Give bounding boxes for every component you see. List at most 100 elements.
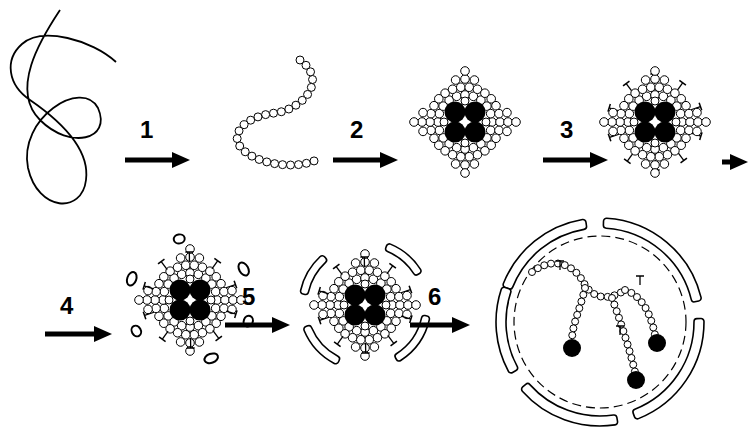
membrane-segment: [522, 384, 618, 426]
spike-tip: [679, 80, 686, 85]
bead: [186, 245, 195, 254]
spike-tip: [214, 258, 221, 263]
arrow-head: [380, 152, 398, 168]
small-vesicle: [236, 261, 251, 278]
bead: [624, 341, 631, 348]
process-arrow: [333, 152, 398, 168]
internal-chains: [529, 260, 667, 389]
bead: [625, 126, 634, 135]
bead: [186, 275, 194, 283]
spike: [639, 276, 640, 285]
bead: [512, 118, 521, 127]
bead: [503, 108, 512, 117]
process-arrow: [722, 154, 748, 170]
bead: [382, 301, 390, 309]
bead: [616, 118, 625, 127]
black-subunit: [170, 280, 191, 301]
bead: [702, 118, 711, 127]
process-arrow: [125, 152, 190, 168]
spike: [226, 311, 236, 314]
bead: [277, 108, 285, 116]
bead: [618, 321, 625, 328]
arrow-shaft: [410, 323, 456, 328]
bead: [651, 75, 660, 84]
bead: [591, 291, 598, 298]
black-subunit: [627, 371, 645, 389]
membrane-segment: [503, 219, 586, 289]
bead: [470, 160, 479, 169]
process-arrow: [410, 317, 470, 333]
small-vesicle: [125, 271, 138, 287]
bead: [330, 317, 339, 326]
bead: [279, 161, 287, 169]
bead: [419, 108, 428, 117]
bead: [269, 109, 277, 117]
spike-tip: [681, 158, 687, 163]
bead: [176, 338, 185, 347]
arrow-shaft: [333, 158, 384, 163]
unfolded-chain: [11, 10, 116, 203]
bead: [295, 161, 303, 169]
bead: [410, 118, 419, 127]
bead: [651, 97, 659, 105]
spike-group: [143, 252, 237, 348]
bead: [470, 76, 479, 85]
spike: [226, 285, 235, 288]
bead: [335, 309, 344, 318]
bead: [186, 347, 195, 356]
black-subunit: [648, 334, 666, 352]
bead: [351, 343, 360, 352]
membrane-segments: [496, 218, 704, 426]
bead: [651, 67, 660, 76]
bead: [143, 296, 152, 305]
arrow-head: [94, 326, 112, 342]
bead: [435, 126, 444, 135]
bead: [370, 343, 379, 352]
spike-tip: [624, 159, 631, 164]
bead: [578, 298, 585, 305]
bead: [195, 338, 204, 347]
spike-tip: [158, 259, 164, 264]
bead-chain: [233, 56, 318, 169]
spike-tip: [143, 312, 146, 320]
spike-tip: [143, 282, 145, 290]
bead: [641, 76, 650, 85]
bead: [412, 301, 421, 310]
bead: [207, 296, 215, 304]
black-subunit: [345, 305, 366, 326]
bead: [570, 325, 577, 332]
bead: [254, 113, 262, 121]
spike-group: [318, 257, 412, 353]
spike-tip: [159, 337, 166, 342]
spike: [337, 336, 343, 344]
bead: [235, 127, 243, 135]
spike-tip: [334, 342, 341, 347]
arrow-head: [590, 152, 608, 168]
bead: [496, 118, 505, 127]
bead: [482, 118, 490, 126]
bead: [160, 304, 169, 313]
arrow-shaft: [45, 332, 98, 337]
bead: [440, 118, 448, 126]
spike: [364, 257, 365, 267]
membrane-segment: [496, 287, 518, 373]
process-arrow: [45, 326, 112, 342]
bead: [574, 311, 581, 318]
bead: [648, 317, 655, 324]
small-vesicle: [173, 234, 185, 245]
bead: [600, 118, 609, 127]
spike: [162, 331, 168, 339]
bead: [217, 279, 226, 288]
bead: [608, 118, 617, 127]
bead: [392, 284, 401, 293]
membrane-segment: [603, 218, 701, 302]
bead: [682, 101, 691, 110]
spike: [320, 317, 329, 320]
subunit-core: [410, 67, 521, 178]
bead: [626, 348, 633, 355]
bead: [609, 295, 616, 302]
subunit-core: [310, 250, 421, 361]
bead: [430, 134, 439, 143]
bead: [694, 118, 703, 127]
